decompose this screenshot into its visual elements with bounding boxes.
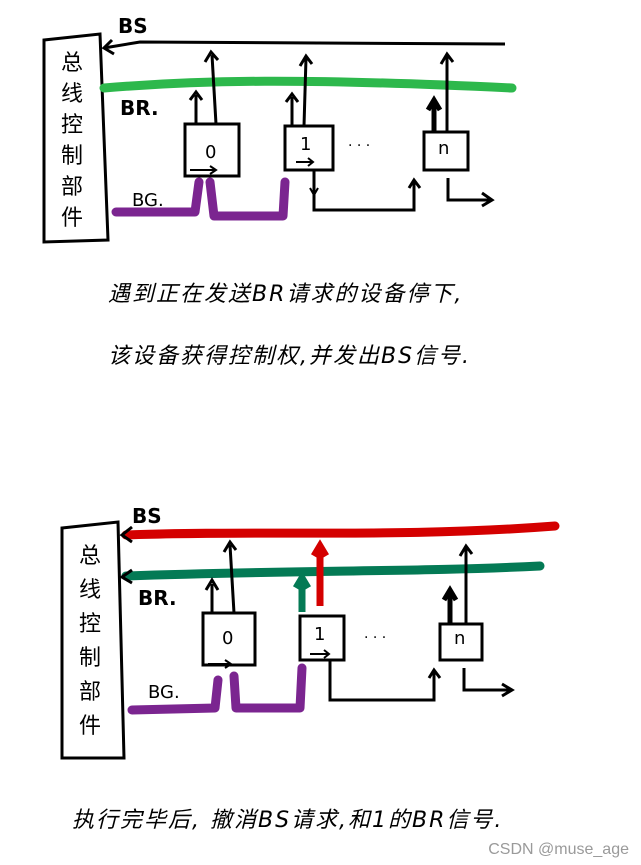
device-0-br-arrow-2 xyxy=(204,577,220,613)
caption-top-line2: 该设备获得控制权,并发出BS信号. xyxy=(108,344,472,369)
device-0-arrow xyxy=(190,165,218,175)
label-char: 线 xyxy=(60,82,83,107)
label-char: 部 xyxy=(60,175,83,200)
bs-line-2 xyxy=(121,521,560,540)
ellipsis: · · · xyxy=(348,138,371,154)
br-arrowhead-2 xyxy=(119,568,133,585)
label-char: 总 xyxy=(60,51,83,76)
chain-arrow xyxy=(309,187,319,198)
caption-bottom: 执行完毕后, 撤消BS请求,和1的BR信号. xyxy=(72,808,504,833)
label-char: 总 xyxy=(78,544,101,569)
device-n-bs-arrow-2 xyxy=(458,543,474,624)
bg-chain-2 xyxy=(127,663,307,715)
device-n-box-2 xyxy=(438,622,484,662)
bus-controller-box-2 xyxy=(60,520,126,760)
device-0-br-arrow xyxy=(188,89,204,124)
device-n-label-2: n xyxy=(454,628,466,649)
ellipsis-2: · · · xyxy=(364,630,387,646)
device-0-box xyxy=(183,122,241,178)
device-n-bs-arrow xyxy=(439,51,455,132)
device-0-bs-arrow xyxy=(203,49,220,125)
br-label-2: BR. xyxy=(138,586,177,610)
device-n-br-arrow xyxy=(425,95,443,132)
device-n-label: n xyxy=(438,138,450,159)
device-1-bs-arrow-2 xyxy=(310,539,330,606)
device-1-arrow-2 xyxy=(310,649,331,659)
device-n-br-arrow-2 xyxy=(441,585,459,624)
chain-line xyxy=(312,170,422,212)
br-line xyxy=(99,76,517,93)
controller-label-bottom: 总 线 控 制 部 件 xyxy=(74,540,106,744)
watermark: CSDN @muse_age xyxy=(488,841,629,858)
device-1-arrow xyxy=(296,157,315,167)
bs-label-2: BS xyxy=(132,504,162,528)
device-1-label: 1 xyxy=(300,134,312,155)
device-1-bs-arrow xyxy=(298,53,314,127)
bs-line xyxy=(103,40,506,50)
diagram-top xyxy=(42,32,517,244)
br-line-2 xyxy=(121,561,545,581)
bg-label: BG. xyxy=(132,190,164,211)
device-0-arrow-2 xyxy=(208,659,233,669)
device-1-label-2: 1 xyxy=(314,624,326,645)
label-char: 线 xyxy=(78,578,101,603)
device-1-br-arrow xyxy=(284,91,300,126)
device-1-box xyxy=(283,124,335,172)
diagram-bottom xyxy=(60,520,560,760)
controller-label-top: 总 线 控 制 部 件 xyxy=(56,48,88,234)
label-char: 制 xyxy=(78,646,101,671)
caption-top-line1: 遇到正在发送BR请求的设备停下, xyxy=(108,282,464,307)
device-0-label-2: 0 xyxy=(222,628,234,649)
bs-arrowhead xyxy=(101,38,115,56)
bg-label-2: BG. xyxy=(148,682,180,703)
bg-chain xyxy=(111,177,290,221)
bs-label: BS xyxy=(118,14,148,38)
device-n-out-arrow xyxy=(446,178,495,208)
device-1-box-2 xyxy=(298,614,346,662)
device-0-label: 0 xyxy=(205,142,217,163)
label-char: 件 xyxy=(60,206,83,231)
label-char: 控 xyxy=(78,612,101,637)
bs-arrowhead-2 xyxy=(119,525,133,544)
device-1-br-arrow-2 xyxy=(292,571,312,612)
bus-controller-box xyxy=(42,32,110,244)
label-char: 控 xyxy=(60,113,83,138)
chain-line-2 xyxy=(328,660,442,702)
label-char: 制 xyxy=(60,144,83,169)
device-0-bs-arrow-2 xyxy=(222,539,238,614)
br-label: BR. xyxy=(120,96,159,120)
label-char: 部 xyxy=(78,680,101,705)
label-char: 件 xyxy=(78,714,101,739)
device-n-out-arrow-2 xyxy=(462,668,515,698)
